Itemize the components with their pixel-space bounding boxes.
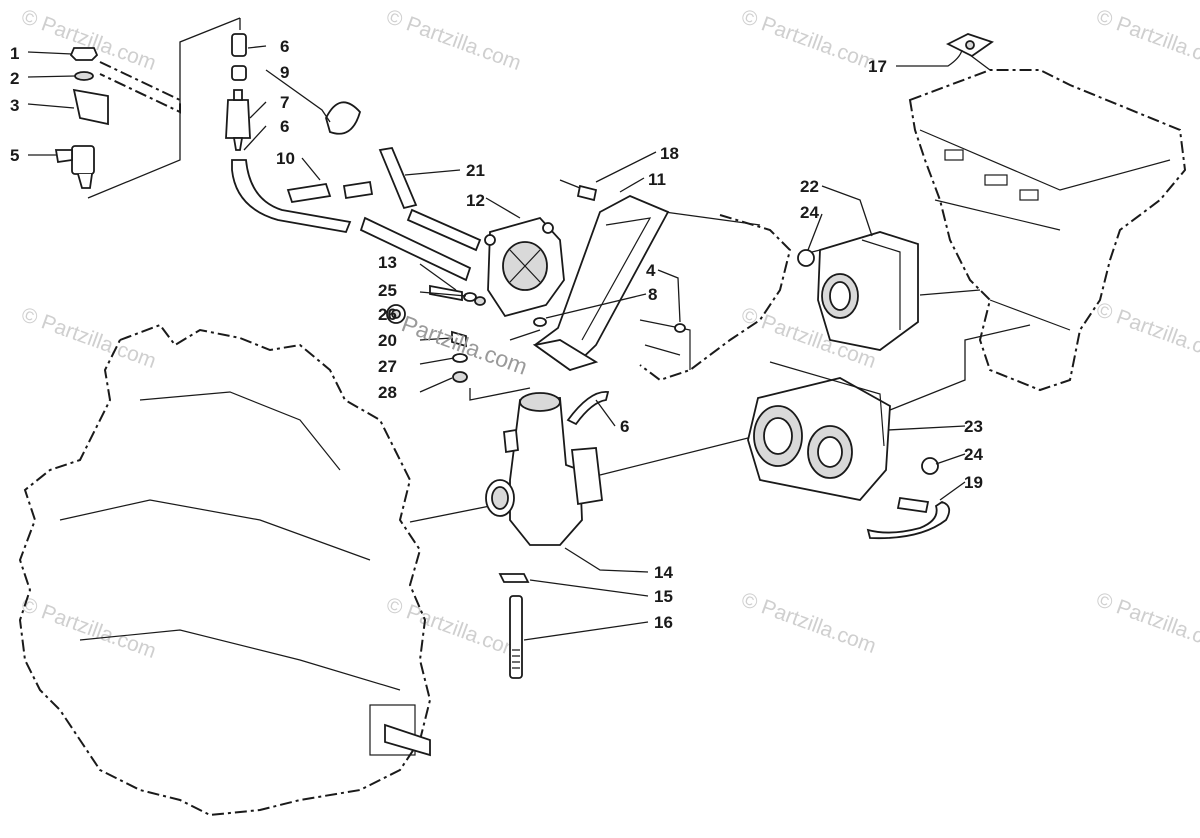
callout-13: 13 xyxy=(378,253,397,272)
fuel-valve-assembly xyxy=(54,47,181,189)
fasteners-group xyxy=(386,284,686,383)
watermark: © Partzilla.com xyxy=(18,303,159,373)
watermark: © Partzilla.com xyxy=(383,5,524,75)
carburetor xyxy=(485,391,610,546)
callout-26: 26 xyxy=(378,305,397,324)
callout-8: 8 xyxy=(648,285,657,304)
callout-7: 7 xyxy=(280,93,289,112)
callout-14: 14 xyxy=(654,563,673,582)
callout-28: 28 xyxy=(378,383,397,402)
watermark-layer: © Partzilla.com © Partzilla.com © Partzi… xyxy=(18,5,1200,663)
callout-9: 9 xyxy=(280,63,289,82)
callout-16: 16 xyxy=(654,613,673,632)
watermark: © Partzilla.com xyxy=(383,593,524,663)
watermark: © Partzilla.com xyxy=(1093,588,1200,658)
callout-6: 6 xyxy=(620,417,629,436)
intake-silencer-upper xyxy=(797,231,919,351)
center-watermark: Partzilla.com xyxy=(398,310,531,379)
callout-19: 19 xyxy=(964,473,983,492)
callout-27: 27 xyxy=(378,357,397,376)
callout-25: 25 xyxy=(378,281,397,300)
callout-18: 18 xyxy=(660,144,679,163)
watermark: © Partzilla.com xyxy=(738,588,879,658)
callout-1: 1 xyxy=(10,44,19,63)
watermark: © Partzilla.com xyxy=(1093,298,1200,368)
watermark: © Partzilla.com xyxy=(738,5,879,75)
watermark: © Partzilla.com xyxy=(18,593,159,663)
callout-23: 23 xyxy=(964,417,983,436)
air-box-housing xyxy=(908,69,1187,392)
connector-lines xyxy=(87,17,1031,523)
callout-10: 10 xyxy=(276,149,295,168)
vent-tubes xyxy=(359,146,482,282)
callout-17: 17 xyxy=(868,57,887,76)
callout-labels: 1 2 3 5 6 9 7 6 10 21 12 18 11 13 4 25 8… xyxy=(10,37,983,632)
callout-6: 6 xyxy=(280,117,289,136)
intake-silencer-lower xyxy=(747,361,939,501)
callout-3: 3 xyxy=(10,96,19,115)
leader-lines xyxy=(27,45,966,641)
callout-4: 4 xyxy=(646,261,656,280)
watermark: © Partzilla.com xyxy=(1093,5,1200,75)
carb-jets xyxy=(498,573,530,679)
callout-22: 22 xyxy=(800,177,819,196)
callout-24: 24 xyxy=(800,203,819,222)
callout-5: 5 xyxy=(10,146,19,165)
engine-outline xyxy=(18,323,432,817)
watermark: © Partzilla.com xyxy=(18,5,159,75)
callout-6: 6 xyxy=(280,37,289,56)
callout-2: 2 xyxy=(10,69,19,88)
callout-21: 21 xyxy=(466,161,485,180)
fuel-line-components xyxy=(225,33,374,234)
oil-injection-pump xyxy=(484,216,565,318)
callout-20: 20 xyxy=(378,331,397,350)
carburetor-mount-bracket xyxy=(532,179,670,372)
callout-12: 12 xyxy=(466,191,485,210)
callout-24: 24 xyxy=(964,445,983,464)
frame-section-outline xyxy=(639,214,792,382)
callout-11: 11 xyxy=(648,170,666,189)
air-box-cap xyxy=(945,33,994,58)
retaining-strap xyxy=(866,496,951,540)
callout-15: 15 xyxy=(654,587,673,606)
